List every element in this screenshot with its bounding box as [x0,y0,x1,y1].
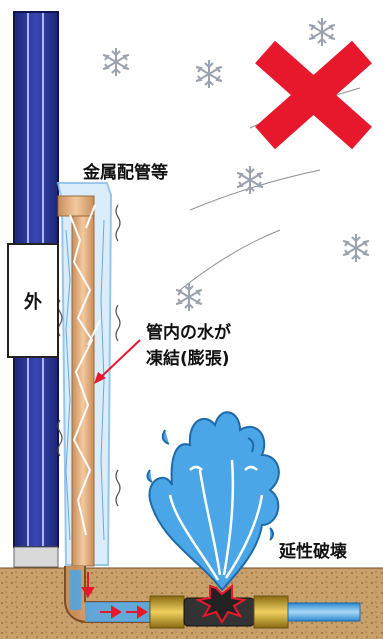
freeze-label-line1: 管内の水が [146,323,231,343]
freeze-label-line2: 凍結(膨張) [146,349,230,369]
metal-pipe-label: 金属配管等 [83,163,168,183]
water-burst-icon [146,411,280,592]
underground-pipe [64,566,361,629]
flow-arrow-icon [81,572,148,619]
outside-label: 外 [7,243,59,358]
freeze-pointer-arrow [94,339,141,384]
cross-mark-icon [255,40,372,150]
ductile-fracture-label: 延性破壊 [279,542,347,562]
metal-pipe [56,182,121,567]
